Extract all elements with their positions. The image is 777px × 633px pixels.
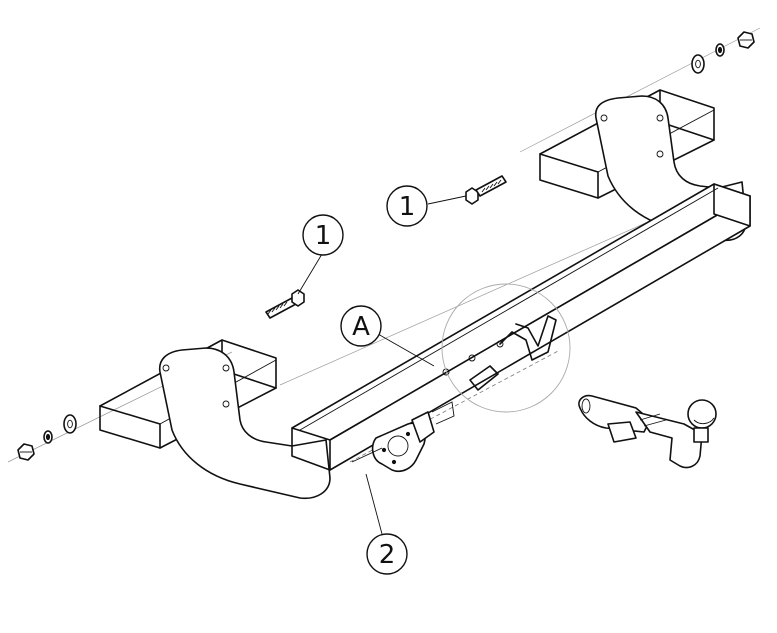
right-bolt (465, 175, 507, 205)
right-flat-washer (691, 54, 705, 74)
left-bolt (265, 289, 305, 319)
left-nut (17, 443, 35, 461)
right-nut (737, 31, 755, 49)
tow-ball-neck (578, 394, 717, 469)
left-mounting-bracket (99, 339, 331, 500)
detail-view-circle (441, 283, 571, 413)
callout-a-label: A (352, 312, 370, 342)
crossbar-tube (291, 183, 751, 471)
right-fasteners (465, 31, 755, 205)
callout-1-left: 1 (302, 214, 344, 256)
right-lock-washer (715, 43, 725, 57)
leader-lines (297, 195, 467, 535)
left-fasteners (17, 289, 305, 461)
socket-plate (351, 401, 455, 473)
left-flat-washer (63, 414, 77, 434)
callout-a: A (340, 305, 382, 347)
callout-2: 2 (366, 533, 408, 575)
callout-1-right-label: 1 (399, 192, 416, 222)
callout-1-left-label: 1 (315, 221, 332, 251)
left-lock-washer (43, 430, 53, 444)
callout-2-label: 2 (379, 540, 396, 570)
callout-1-right: 1 (386, 185, 428, 227)
